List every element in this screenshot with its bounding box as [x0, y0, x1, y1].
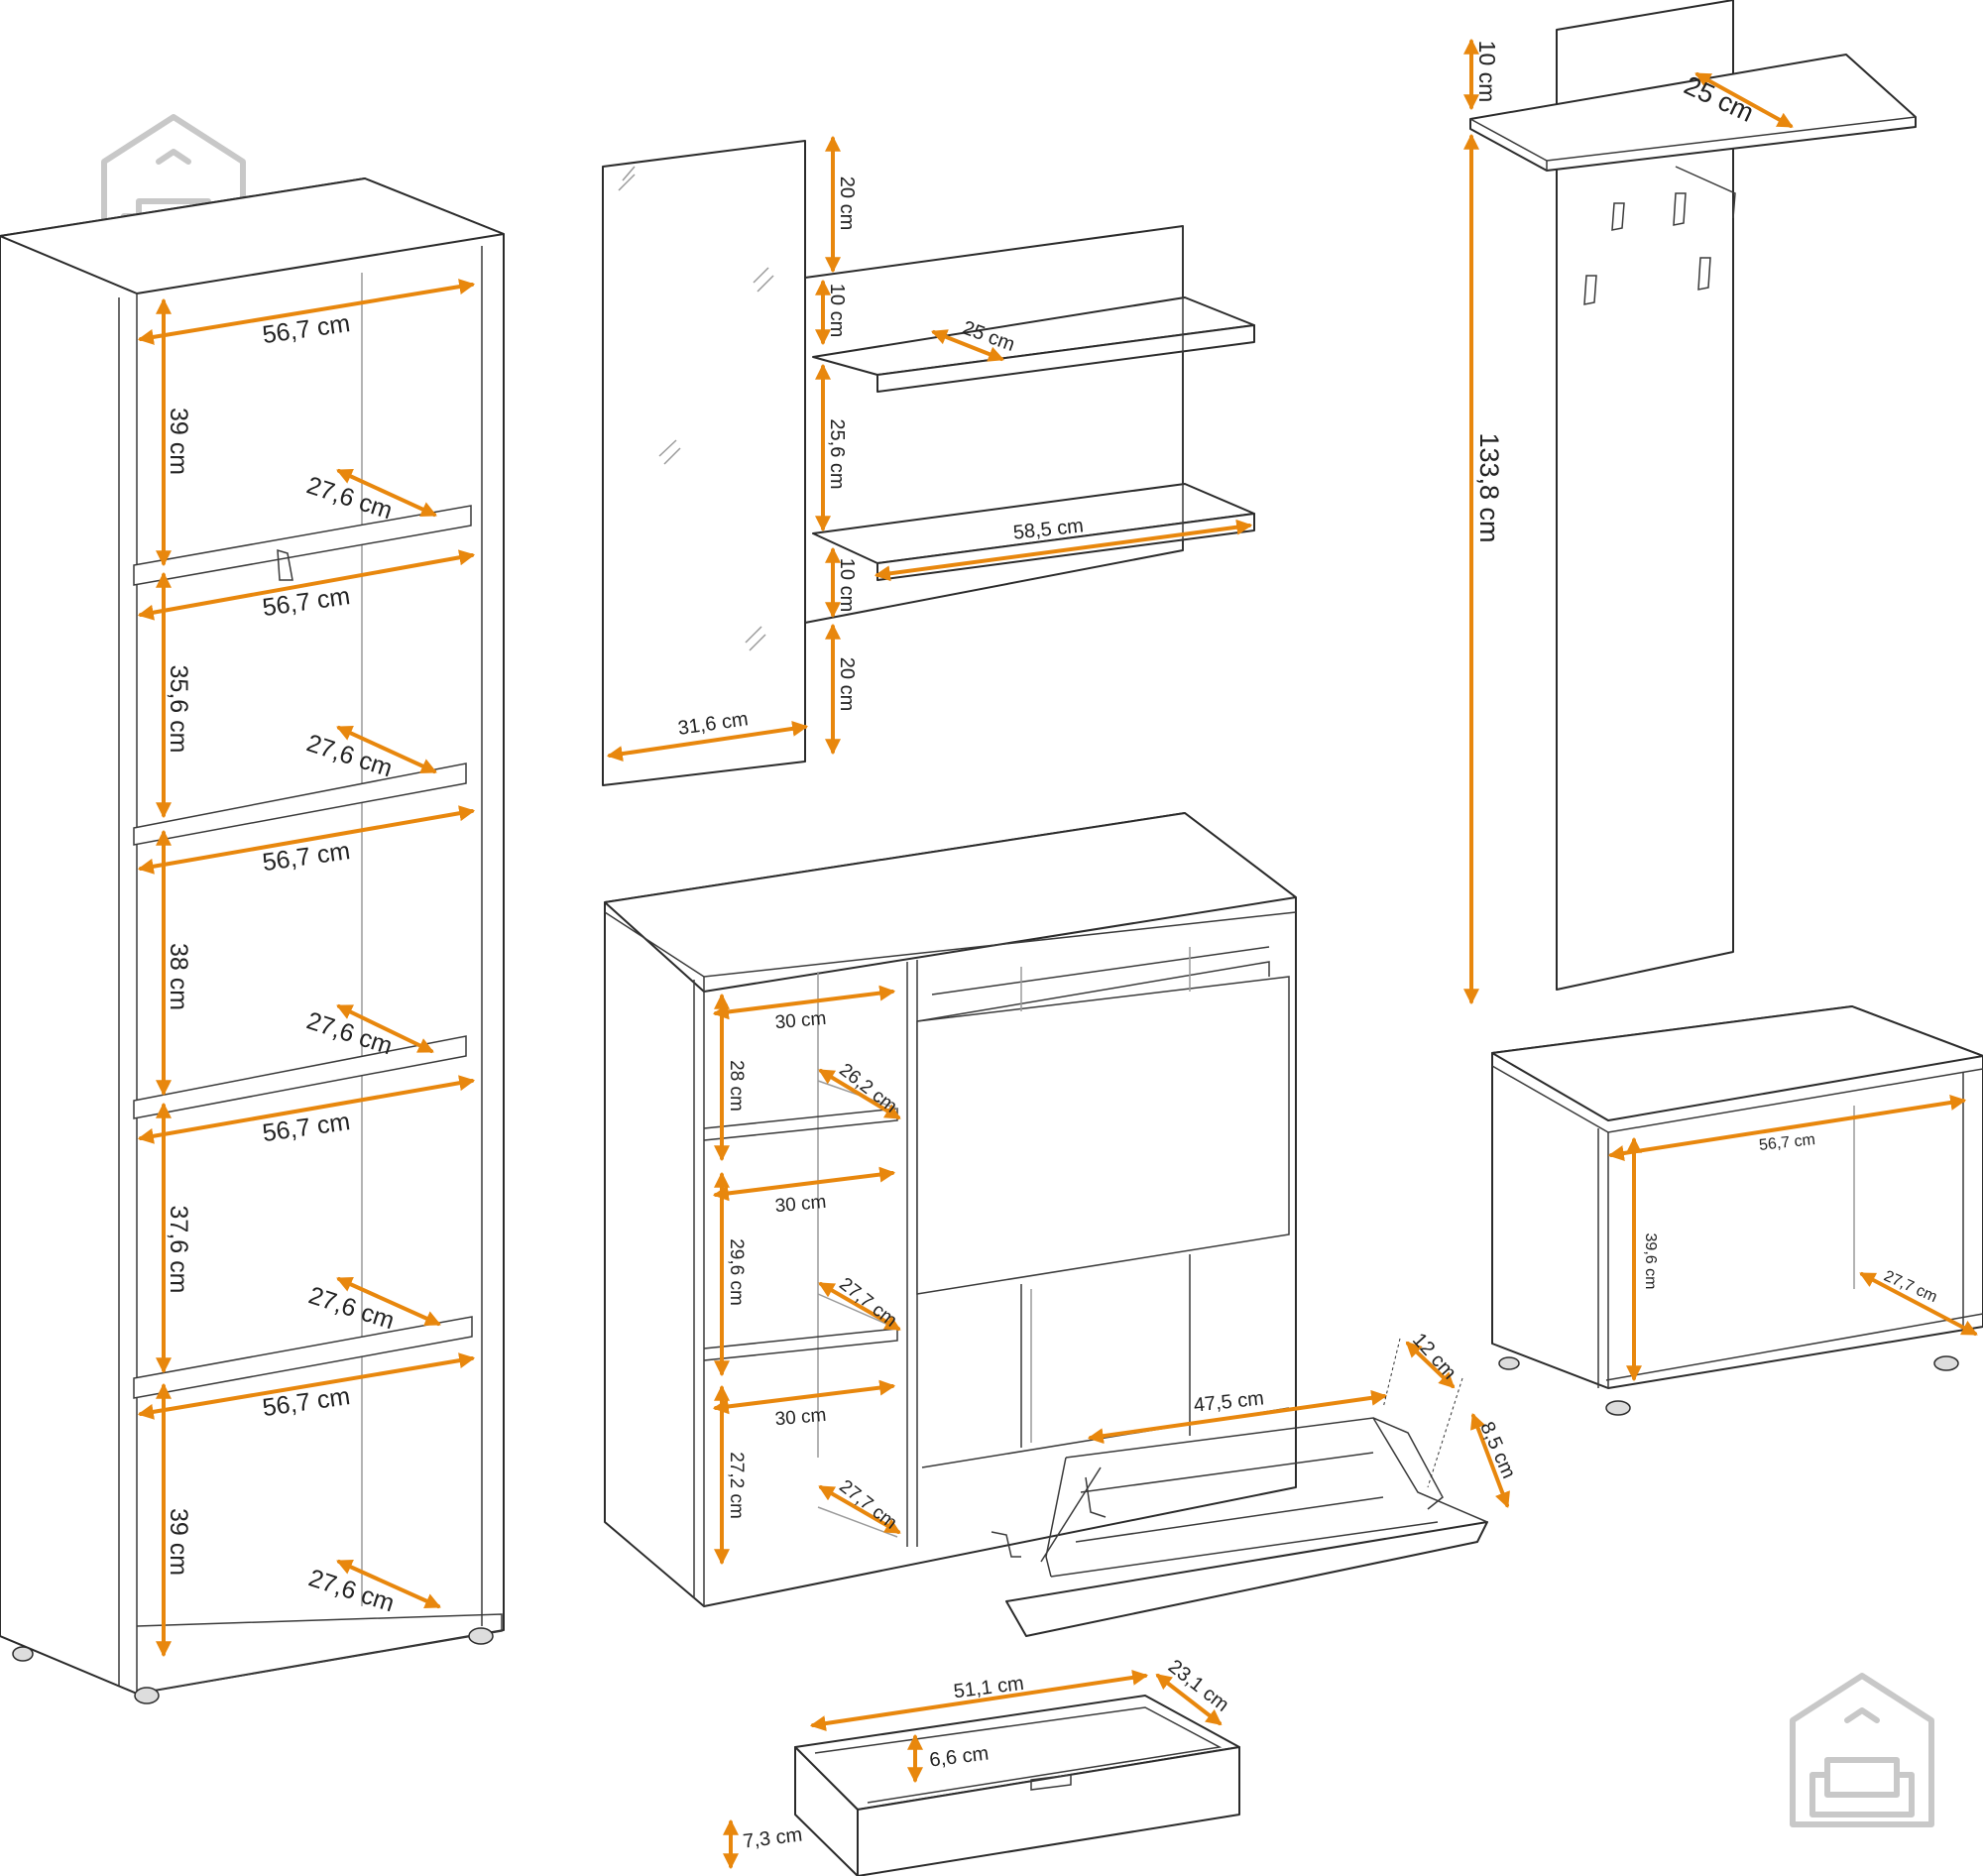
drawer: [794, 1695, 1240, 1876]
tall-shelf: [0, 177, 505, 1704]
shoe-shelf-width-label: 30 cm: [774, 1192, 827, 1217]
house-sofa-logo-icon: [1793, 1676, 1931, 1824]
tall-shelf-height-label: 39 cm: [165, 1508, 192, 1576]
bench-height-label: 39,6 cm: [1642, 1233, 1659, 1290]
shoe-cabinet: [604, 812, 1297, 1607]
coat-panel: [1469, 0, 1917, 991]
dimension-lines: [137, 38, 1978, 1870]
mirror: [602, 140, 806, 786]
tall-shelf-height-label: 35,6 cm: [165, 665, 192, 754]
shoe-shelf-height-label: 29,6 cm: [726, 1238, 747, 1306]
coat-panel-height-label: 133,8 cm: [1474, 432, 1504, 542]
flap-depth-label: 12 cm: [1408, 1329, 1460, 1383]
wall-shelf-offset-label: 20 cm: [836, 176, 858, 230]
shoe-shelf-height-label: 28 cm: [726, 1060, 747, 1112]
tall-shelf-height-label: 37,6 cm: [165, 1206, 192, 1294]
shoe-shelf-width-label: 30 cm: [774, 1008, 827, 1033]
tall-shelf-height-label: 39 cm: [165, 408, 192, 475]
wall-shelf-offset-label: 25,6 cm: [826, 418, 848, 489]
tall-shelf-height-label: 38 cm: [165, 943, 192, 1010]
coat-panel-gap-label: 10 cm: [1474, 41, 1500, 103]
wall-shelf-offset-label: 10 cm: [836, 558, 858, 612]
drawer-front-height-label: 7,3 cm: [742, 1823, 803, 1852]
bench-width-label: 56,7 cm: [1758, 1131, 1815, 1154]
bench: [1491, 1005, 1983, 1416]
shoe-shelf-width-label: 30 cm: [774, 1405, 827, 1430]
drawer-width-label: 51,1 cm: [953, 1673, 1025, 1703]
wall-shelf: [804, 225, 1255, 624]
wall-shelf-offset-label: 10 cm: [826, 284, 848, 337]
shoe-shelf-height-label: 27,2 cm: [726, 1452, 747, 1519]
wall-shelf-offset-label: 20 cm: [836, 657, 858, 711]
flap-depth-label: 8,5 cm: [1475, 1419, 1520, 1482]
